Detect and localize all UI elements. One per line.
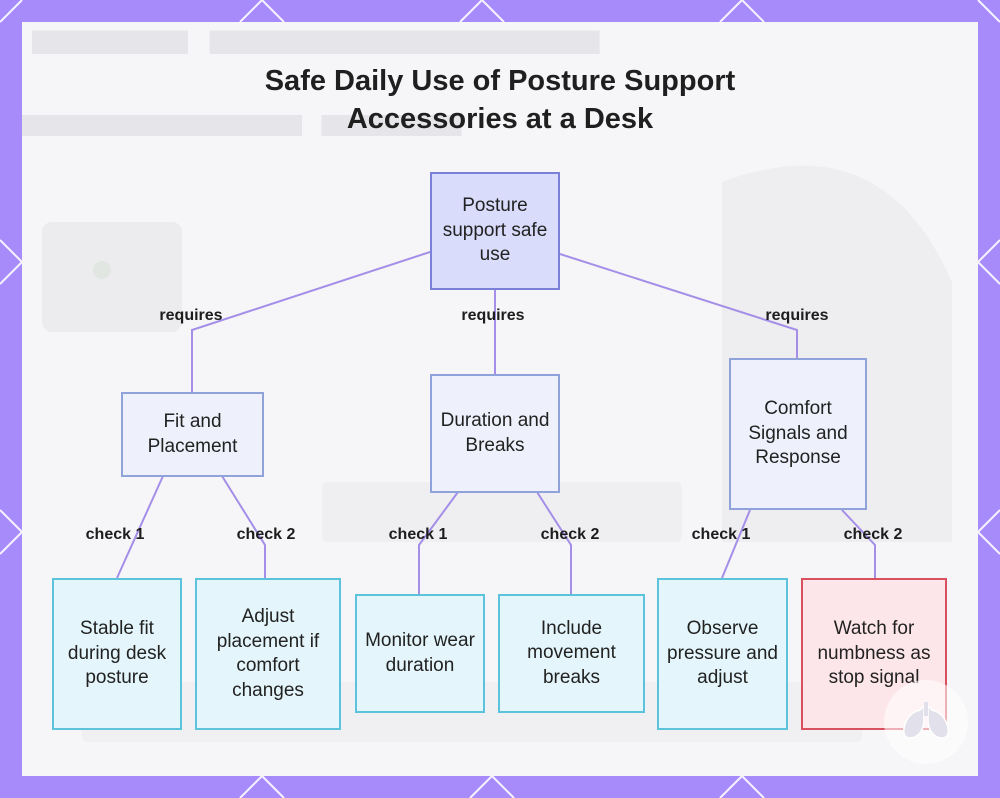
edge-label-check-2: check 2 <box>540 526 600 543</box>
node-comfort-signals-and-response: Comfort Signals and Response <box>729 358 867 510</box>
edge-comfort-observe <box>721 509 751 579</box>
background-watermark-shape: ▬▬▬▬ ▬▬ <box>22 73 462 151</box>
edge-label-check-2: check 2 <box>843 526 903 543</box>
edge-label-check-1: check 1 <box>388 526 448 543</box>
node-label: Adjust placement if comfort changes <box>216 606 320 701</box>
node-label: Watch for numbness as stop signal <box>817 618 931 689</box>
edge-root-fit <box>191 251 431 392</box>
node-monitor-wear-duration: Monitor wear duration <box>355 594 485 713</box>
node-label: Duration and Breaks <box>440 410 550 456</box>
node-stable-fit: Stable fit during desk posture <box>52 578 182 730</box>
edge-duration-movement <box>536 491 572 594</box>
edge-label-requires: requires <box>461 307 525 324</box>
edge-label-check-2: check 2 <box>236 526 296 543</box>
node-include-movement-breaks: Include movement breaks <box>498 594 645 713</box>
node-fit-and-placement: Fit and Placement <box>121 392 264 477</box>
edge-label-check-1: check 1 <box>691 526 751 543</box>
node-adjust-placement: Adjust placement if comfort changes <box>195 578 341 730</box>
edge-fit-stable <box>116 475 164 579</box>
node-observe-pressure: Observe pressure and adjust <box>657 578 788 730</box>
edge-label-requires: requires <box>765 307 829 324</box>
title-line-1: Safe Daily Use of Posture Support <box>264 65 736 97</box>
node-label: Posture support safe use <box>442 195 548 266</box>
node-duration-and-breaks: Duration and Breaks <box>430 374 560 493</box>
edge-label-check-1: check 1 <box>85 526 145 543</box>
title-line-2: Accessories at a Desk <box>346 103 654 135</box>
edge-duration-monitor <box>418 491 459 594</box>
node-label: Stable fit during desk posture <box>67 618 167 689</box>
edge-comfort-watch <box>841 509 876 578</box>
node-label: Fit and Placement <box>147 411 238 457</box>
node-label: Monitor wear duration <box>365 630 475 676</box>
node-posture-support-safe-use: Posture support safe use <box>430 172 560 290</box>
diagram-title: Safe Daily Use of Posture Support Access… <box>0 62 1000 138</box>
node-label: Comfort Signals and Response <box>748 398 848 469</box>
edge-root-comfort <box>559 253 798 358</box>
edge-fit-adjust <box>221 475 266 578</box>
background-watermark-shape: ▬▬ ▬▬▬▬▬ <box>32 22 600 71</box>
edge-label-requires: requires <box>159 307 223 324</box>
node-label: Include movement breaks <box>527 617 616 688</box>
node-label: Observe pressure and adjust <box>667 618 778 689</box>
lungs-icon <box>884 680 968 764</box>
